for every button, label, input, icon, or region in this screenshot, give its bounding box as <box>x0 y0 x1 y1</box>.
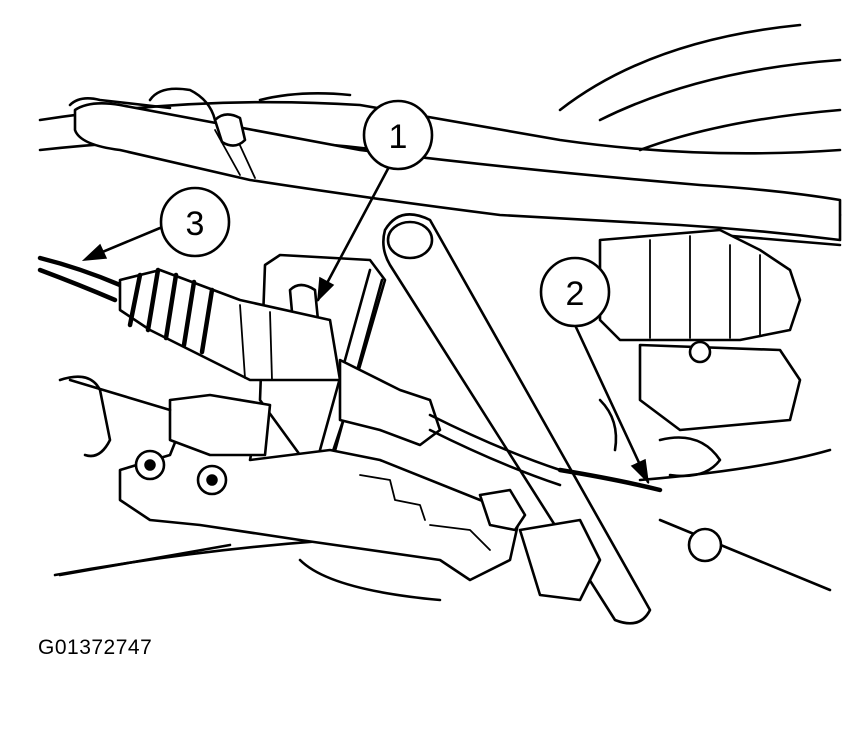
callout-2-label: 2 <box>566 275 585 313</box>
callout-1-label: 1 <box>389 118 408 156</box>
callout-2: 2 <box>539 256 611 328</box>
lower-mounting-plate <box>58 375 527 582</box>
right-connector <box>598 228 802 478</box>
shift-cable <box>518 398 723 602</box>
figure-id-label: G01372747 <box>38 636 153 659</box>
leader-lines <box>58 163 650 577</box>
diagonal-hose <box>382 213 652 625</box>
callout-1: 1 <box>362 99 434 171</box>
callout-3: 3 <box>159 186 231 258</box>
callout-3-label: 3 <box>186 205 205 243</box>
cable-housing <box>37 255 562 487</box>
